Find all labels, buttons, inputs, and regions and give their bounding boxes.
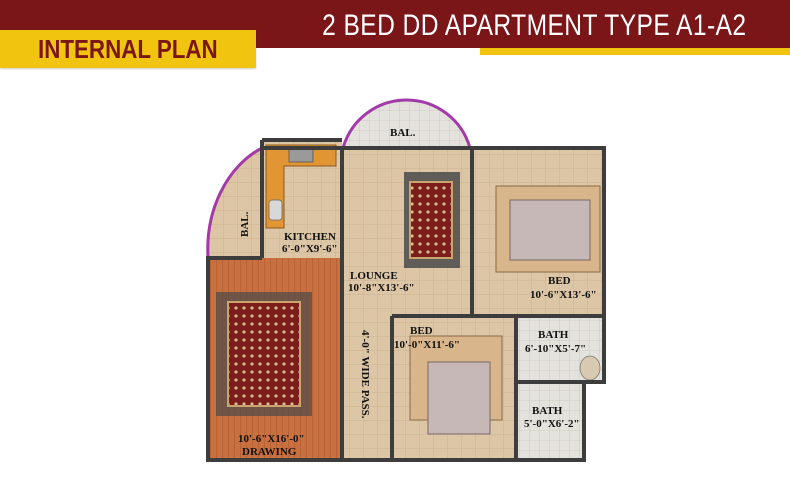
second-bed-label: BED <box>410 325 433 337</box>
bath-one <box>516 316 604 382</box>
drawing-label: DRAWING <box>242 446 297 458</box>
balcony-top-label: BAL. <box>390 127 416 139</box>
bath-two-size: 5'-0"X6'-2" <box>524 418 580 430</box>
balcony-side <box>206 145 264 260</box>
drawing-room <box>208 258 342 460</box>
lounge-size: 10'-8"X13'-6" <box>348 282 415 294</box>
sink-icon <box>268 199 283 221</box>
passage-label: 4'-0" WIDE PASS. <box>359 330 371 419</box>
kitchen-size: 6'-0"X9'-6" <box>282 243 338 255</box>
accent-strip <box>480 48 790 55</box>
main-bed-label: BED <box>548 275 571 287</box>
balcony-side-label: BAL. <box>239 211 251 237</box>
section-badge-label: INTERNAL PLAN <box>38 34 218 64</box>
kitchen-room <box>262 140 342 258</box>
main-bedroom <box>472 148 604 316</box>
section-badge <box>0 30 256 68</box>
main-bed-size: 10'-6"X13'-6" <box>530 289 597 301</box>
bath-two-label: BATH <box>532 405 563 417</box>
drawing-size: 10'-6"X16'-0" <box>238 433 305 445</box>
bath-one-label: BATH <box>538 329 569 341</box>
kitchen-label: KITCHEN <box>284 231 336 243</box>
second-bedroom <box>392 316 516 460</box>
walls <box>206 138 606 462</box>
bath-two <box>516 382 584 460</box>
balcony-top <box>341 98 472 150</box>
second-bed-size: 10'-0"X11'-6" <box>394 339 460 351</box>
lounge-label: LOUNGE <box>350 270 398 282</box>
stove-icon <box>288 147 314 163</box>
bath-one-size: 6'-10"X5'-7" <box>525 343 586 355</box>
page-title: 2 BED DD APARTMENT TYPE A1-A2 <box>321 9 746 42</box>
